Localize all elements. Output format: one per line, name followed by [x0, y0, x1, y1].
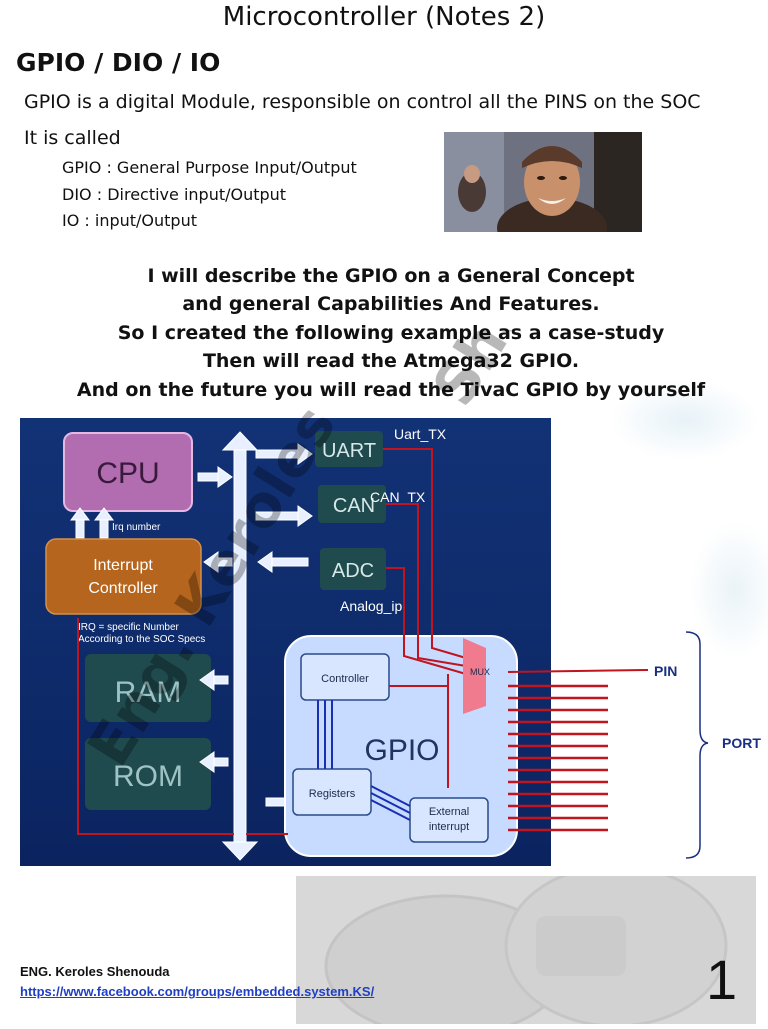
interrupt-controller-block — [45, 538, 202, 615]
controller-block — [300, 653, 390, 701]
description-line: And on the future you will read the Tiva… — [76, 378, 706, 401]
definition-dio: DIO : Directive input/Output — [62, 185, 287, 204]
controller-label: Controller — [321, 673, 369, 685]
ram-block — [85, 654, 211, 722]
port-lines — [508, 684, 608, 832]
signal-wires — [77, 448, 467, 835]
can-tx-label: CAN_TX — [370, 489, 426, 505]
ram-label: RAM — [115, 676, 182, 709]
can-block — [318, 485, 386, 523]
faded-background-image — [296, 864, 756, 1029]
soc-block-diagram: CPU Irq number Interrupt Controller IRQ … — [20, 418, 551, 866]
section-title: GPIO / DIO / IO — [16, 48, 221, 77]
mux-label: MUX — [470, 667, 490, 677]
external-interrupt-label: External — [429, 806, 469, 818]
facebook-group-link[interactable]: https://www.facebook.com/groups/embedded… — [20, 984, 375, 999]
definition-io: IO : input/Output — [62, 211, 197, 230]
definition-gpio: GPIO : General Purpose Input/Output — [62, 158, 357, 177]
bus-arrows — [197, 443, 313, 813]
intro-text: GPIO is a digital Module, responsible on… — [24, 91, 701, 113]
port-bracket — [685, 631, 709, 859]
description-block: I will describe the GPIO on a General Co… — [0, 262, 768, 404]
page-title: Microcontroller (Notes 2) — [222, 2, 546, 32]
rom-label: ROM — [113, 760, 183, 793]
description-line: I will describe the GPIO on a General Co… — [147, 265, 635, 287]
registers-label: Registers — [309, 788, 356, 800]
irq-arrows — [70, 507, 114, 539]
mux-output-line — [507, 669, 649, 673]
port-label: PORT — [722, 735, 761, 751]
interrupt-controller-label: Controller — [88, 580, 158, 597]
called-label: It is called — [24, 127, 121, 149]
mux-block — [463, 638, 486, 714]
uart-label: UART — [322, 440, 376, 462]
gpio-label: GPIO — [364, 734, 439, 767]
external-interrupt-block — [409, 797, 489, 843]
system-bus — [221, 431, 259, 861]
can-label: CAN — [333, 495, 375, 517]
cpu-block — [63, 432, 193, 512]
internal-wires — [317, 700, 411, 821]
irq-number-label: Irq number — [112, 522, 161, 533]
background-glow — [610, 380, 760, 460]
adc-label: ADC — [332, 560, 374, 582]
uart-block — [315, 431, 383, 467]
description-line: Then will read the Atmega32 GPIO. — [202, 350, 580, 373]
description-line: So I created the following example as a … — [117, 321, 665, 344]
description-line: and general Capabilities And Features. — [182, 293, 600, 316]
uart-tx-label: Uart_TX — [394, 426, 447, 442]
port-pins: PIN PORT — [507, 620, 768, 870]
irq-note: IRQ = specific Number — [78, 622, 180, 633]
analog-ip-label: Analog_ip — [340, 598, 402, 614]
external-interrupt-label: interrupt — [429, 821, 469, 833]
irq-note: According to the SOC Specs — [78, 634, 205, 645]
author-name: ENG. Keroles Shenouda — [20, 964, 170, 979]
interrupt-controller-label: Interrupt — [93, 557, 153, 574]
adc-block — [320, 548, 386, 590]
pin-label: PIN — [654, 663, 677, 679]
page-number: 1 — [706, 948, 738, 1011]
cpu-label: CPU — [96, 457, 159, 490]
rom-block — [85, 738, 211, 810]
portrait-photo — [444, 132, 642, 232]
background-glow — [690, 520, 768, 660]
